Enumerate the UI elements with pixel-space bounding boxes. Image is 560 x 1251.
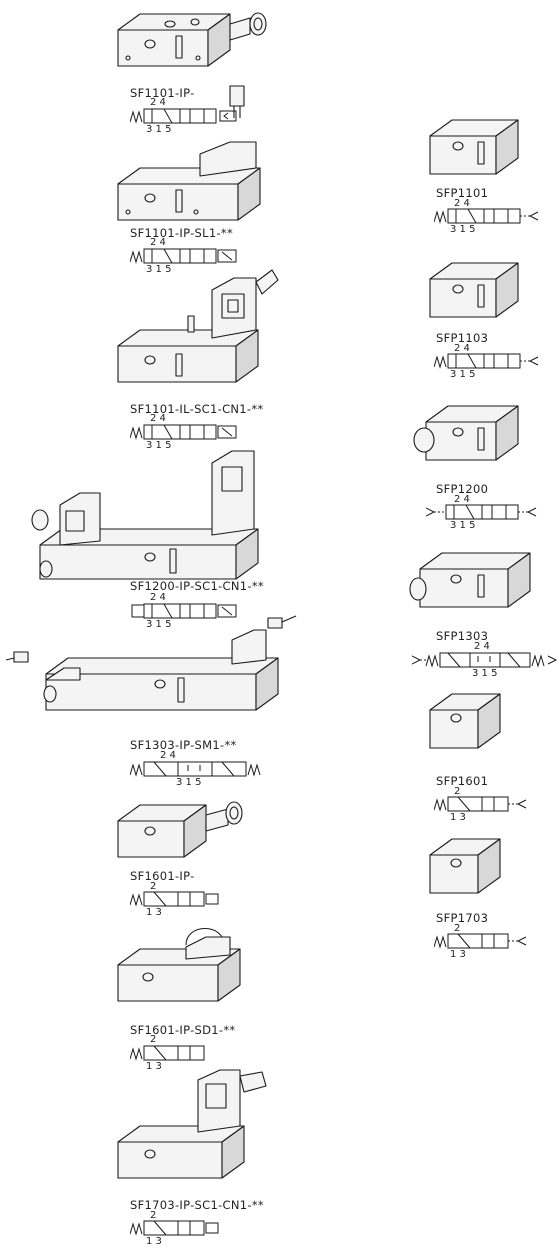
- pneumatic-symbol-5-3: [412, 652, 558, 668]
- pneumatic-symbol-3-2: [434, 796, 527, 812]
- model-label: SF1601-IP-SD1-**: [130, 1023, 236, 1037]
- valve-body-illustration: [117, 85, 261, 221]
- ports-bottom: 3 1 5: [472, 668, 498, 679]
- ports-top: 2: [150, 1034, 157, 1045]
- ports-top: 2: [150, 881, 157, 892]
- valve-body-illustration: [413, 405, 519, 461]
- valve-body-illustration: [409, 552, 531, 608]
- model-label: SF1101-IL-SC1-CN1-**: [130, 402, 264, 416]
- pneumatic-symbol-5-2: [426, 504, 537, 520]
- ports-top: 2: [454, 786, 461, 797]
- model-label: SF1200-IP-SC1-CN1-**: [130, 579, 264, 593]
- pneumatic-symbol-5-2: [130, 248, 237, 264]
- ports-top: 2: [150, 1210, 157, 1221]
- ports-bottom: 3 1 5: [146, 619, 172, 630]
- valve-body-illustration: [117, 269, 279, 383]
- ports-bottom: 1 3: [146, 907, 162, 918]
- ports-top: 2 4: [160, 750, 176, 761]
- valve-body-illustration: [429, 693, 501, 749]
- model-label: SF1101-IP-SL1-**: [130, 226, 234, 240]
- pneumatic-symbol-3-2: [434, 933, 527, 949]
- ports-bottom: 3 1 5: [146, 264, 172, 275]
- ports-bottom: 1 3: [146, 1236, 162, 1247]
- ports-bottom: 3 1 5: [146, 124, 172, 135]
- pneumatic-symbol-3-2: [130, 1045, 205, 1061]
- model-label: SFP1703: [436, 911, 489, 925]
- ports-top: 2 4: [454, 343, 470, 354]
- pneumatic-symbol-3-2: [130, 891, 219, 907]
- ports-top: 2 4: [150, 237, 166, 248]
- ports-bottom: 1 3: [146, 1061, 162, 1072]
- pneumatic-symbol-5-2: [130, 424, 237, 440]
- model-label: SFP1101: [436, 186, 489, 200]
- ports-bottom: 3 1 5: [450, 369, 476, 380]
- ports-bottom: 3 1 5: [450, 224, 476, 235]
- pneumatic-symbol-5-3: [130, 761, 261, 777]
- valve-body-illustration: [117, 927, 241, 1002]
- pneumatic-symbol-3-2: [130, 1220, 219, 1236]
- model-label: SF1601-IP-: [130, 869, 195, 883]
- valve-body-illustration: [117, 1069, 267, 1179]
- ports-bottom: 3 1 5: [450, 520, 476, 531]
- ports-top: 2 4: [454, 494, 470, 505]
- ports-top: 2 4: [474, 641, 490, 652]
- valve-body-illustration: [429, 119, 519, 175]
- model-label: SF1703-IP-SC1-CN1-**: [130, 1198, 264, 1212]
- valve-body-illustration: [31, 450, 259, 580]
- ports-top: 2 4: [150, 413, 166, 424]
- model-label: SFP1103: [436, 331, 489, 345]
- model-label: SFP1303: [436, 629, 489, 643]
- valve-body-illustration: [429, 262, 519, 318]
- ports-top: 2 4: [150, 97, 166, 108]
- model-label: SF1101-IP-: [130, 86, 195, 100]
- valve-body-illustration: [5, 615, 297, 711]
- pneumatic-symbol-5-2: [434, 208, 539, 224]
- valve-body-illustration: [117, 12, 267, 67]
- valve-body-illustration: [117, 801, 243, 858]
- pneumatic-symbol-5-2: [131, 603, 237, 619]
- pneumatic-symbol-5-2: [130, 108, 237, 124]
- model-label: SFP1601: [436, 774, 489, 788]
- ports-bottom: 1 3: [450, 949, 466, 960]
- ports-bottom: 3 1 5: [176, 777, 202, 788]
- ports-top: 2: [454, 923, 461, 934]
- pneumatic-symbol-5-2: [434, 353, 539, 369]
- ports-top: 2 4: [150, 592, 166, 603]
- valve-body-illustration: [429, 838, 501, 894]
- ports-bottom: 3 1 5: [146, 440, 172, 451]
- model-label: SFP1200: [436, 482, 489, 496]
- ports-top: 2 4: [454, 198, 470, 209]
- ports-bottom: 1 3: [450, 812, 466, 823]
- model-label: SF1303-IP-SM1-**: [130, 738, 237, 752]
